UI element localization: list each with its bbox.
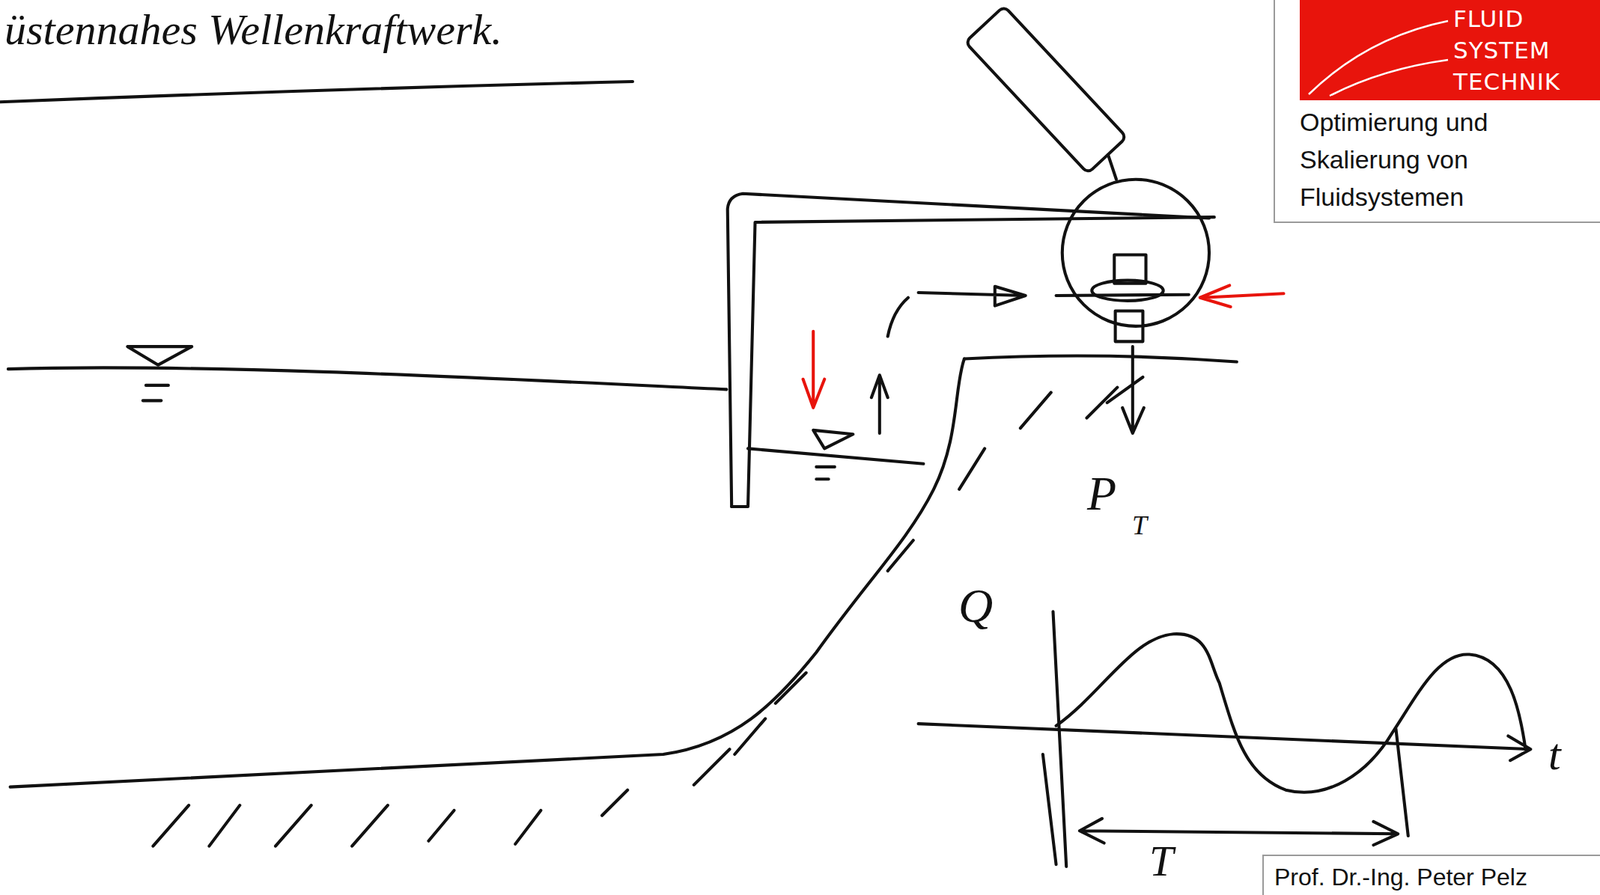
logo-wordmark: FLUID SYSTEM TECHNIK — [1453, 2, 1561, 98]
power-subscript: T — [1132, 512, 1148, 540]
chamber-outer-wall — [727, 193, 1210, 507]
turbine-rotor — [1091, 280, 1163, 301]
cliff-top — [964, 356, 1237, 363]
period-marks — [1042, 729, 1409, 865]
graph-axes — [918, 611, 1532, 868]
period-arrow — [1079, 819, 1398, 846]
inner-water-level — [747, 448, 924, 464]
shaft — [1108, 154, 1117, 180]
ground-hatching — [152, 377, 1143, 847]
red-down-arrow — [803, 331, 826, 409]
flow-rate-curve — [1056, 634, 1526, 793]
author-box: Prof. Dr.-Ing. Peter Pelz — [1262, 855, 1600, 895]
red-left-arrow — [1200, 285, 1285, 307]
logo-panel: FLUID SYSTEM TECHNIKOptimierung und Skal… — [1273, 0, 1600, 224]
rising-arrow — [871, 375, 888, 434]
author-name: Prof. Dr.-Ing. Peter Pelz — [1263, 856, 1600, 895]
power-symbol: P — [1087, 470, 1117, 519]
flow-rate-symbol: Q — [958, 582, 993, 631]
cliff-and-seabed — [10, 358, 965, 787]
water-level-symbol — [127, 346, 192, 401]
swoosh-line — [1308, 20, 1449, 95]
chamber-inner-wall — [731, 217, 1215, 507]
swoosh-line — [1329, 59, 1449, 96]
time-axis-label: t — [1548, 732, 1562, 778]
logo-subtitle: Optimierung und Skalierung von Fluidsyst… — [1299, 103, 1577, 216]
title-underline — [0, 81, 633, 102]
turbine-hub — [1114, 255, 1146, 343]
water-level-symbol — [813, 430, 853, 480]
logo-badge: FLUID SYSTEM TECHNIK — [1299, 0, 1600, 101]
period-label: T — [1149, 840, 1174, 884]
generator — [965, 5, 1127, 174]
sea-surface — [8, 367, 727, 390]
turbine-housing — [1062, 179, 1210, 327]
handwritten-title: üstennahes Wellenkraftwerk. — [4, 5, 503, 54]
